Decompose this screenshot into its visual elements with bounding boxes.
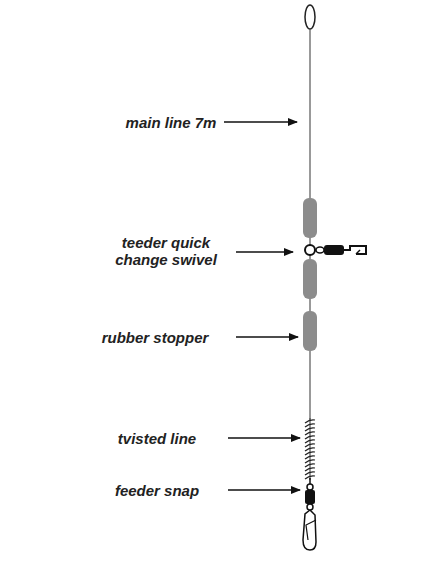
part-label: main line 7m	[125, 114, 217, 131]
part-label: teeder quick change swivel	[100, 234, 232, 268]
feeder-snap	[303, 478, 316, 550]
twisted-line	[305, 418, 315, 480]
leader-arrow	[236, 251, 293, 252]
leader-arrow	[224, 121, 297, 122]
leader-arrow	[228, 437, 300, 438]
rubber-stopper	[303, 259, 317, 299]
rubber-stopper	[303, 198, 317, 238]
leader-arrow	[236, 336, 298, 337]
leader-arrow	[228, 489, 300, 490]
quick-change-swivel	[305, 245, 366, 255]
rubber-stopper	[303, 311, 317, 351]
line-loop	[305, 5, 315, 29]
part-label: feeder snap	[92, 482, 222, 499]
part-label: tvisted line	[92, 430, 222, 447]
part-label: rubber stopper	[80, 329, 230, 346]
